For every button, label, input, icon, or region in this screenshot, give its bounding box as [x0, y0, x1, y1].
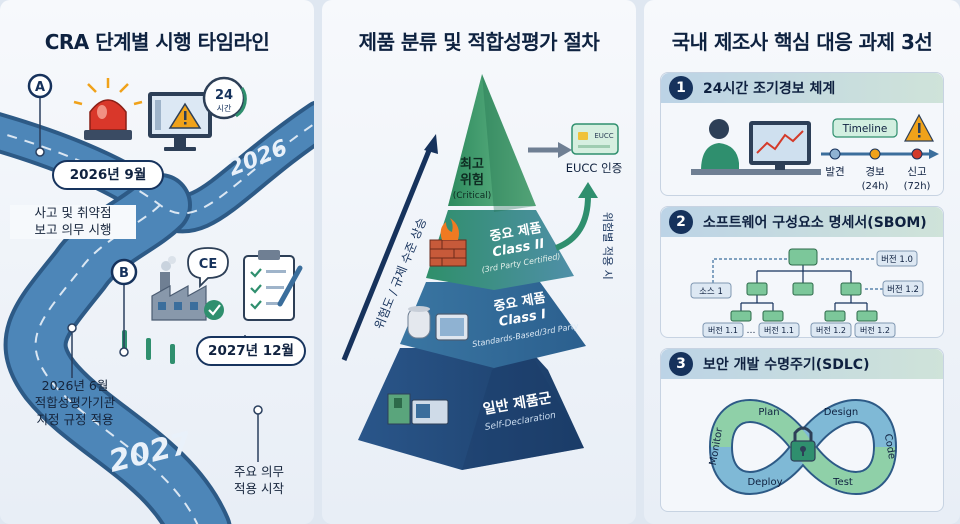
task-title: 24시간 조기경보 체계: [703, 81, 836, 97]
svg-text:버전 1.2: 버전 1.2: [887, 284, 919, 295]
svg-text:CE: CE: [199, 257, 217, 272]
task-number: 2: [669, 210, 693, 234]
ce-mark-icon: CE: [187, 247, 229, 289]
road-posts: [122, 330, 175, 364]
clock-24h-icon: 24 시간: [202, 76, 247, 120]
svg-text:경보: 경보: [865, 165, 885, 178]
svg-text:Code: Code: [882, 433, 897, 460]
smart-speaker-icon: [407, 306, 431, 339]
clipboard-checklist-icon: [243, 250, 303, 321]
road-graphic: 2026 2027 A: [0, 73, 314, 524]
svg-text:Plan: Plan: [758, 407, 779, 418]
svg-text:Design: Design: [824, 407, 859, 418]
task-card-sbom: 2 소프트웨어 구성요소 명세서(SBOM): [660, 206, 944, 338]
task-number: 1: [669, 76, 693, 100]
sbom-version-labels: 버전 1.0 소스 1 버전 1.2 버전 1.1 … 버전 1.1 버전 1.…: [690, 250, 924, 338]
svg-text:버전 1.1: 버전 1.1: [764, 325, 794, 335]
svg-text:(24h): (24h): [862, 181, 889, 192]
home-appliance-icon: [387, 393, 449, 425]
sdlc-loop-graphic: Plan Design Code Test Deploy Monitor: [708, 399, 897, 495]
milestone-end-desc: 주요 의무 적용 시작: [234, 464, 284, 496]
task-card-sdlc: 3 보안 개발 수명주기(SDLC) Plan Design Code Test…: [660, 348, 944, 512]
svg-text:버전 1.0: 버전 1.0: [881, 254, 913, 265]
svg-text:소스 1: 소스 1: [699, 287, 723, 297]
analyst-icon: [691, 119, 821, 175]
sbom-tree-graphic: 버전 1.0 소스 1 버전 1.2 버전 1.1 … 버전 1.1 버전 1.…: [690, 248, 924, 338]
svg-text:(Critical): (Critical): [453, 191, 492, 201]
early-warning-graphic: Timeline 발견 경보 신고 (24h) (72h): [691, 113, 939, 192]
svg-text:버전 1.1: 버전 1.1: [708, 325, 738, 335]
task-card-early-warning: 1 24시간 조기경보 체계 Timeline: [660, 72, 944, 196]
marker-a: A: [27, 73, 53, 99]
svg-text:버전 1.2: 버전 1.2: [816, 325, 846, 335]
warning-monitor-icon: [148, 92, 212, 151]
svg-text:버전 1.2: 버전 1.2: [860, 325, 890, 335]
risk-increase-arrow: [341, 134, 438, 361]
marker-b: B: [110, 258, 138, 286]
timeline-label: Timeline: [842, 123, 888, 135]
eucc-arrow: [528, 142, 572, 158]
apply-axis-label: 위험별 적용 시: [601, 212, 614, 280]
timeline-title: CRA 단계별 시행 타임라인: [44, 30, 270, 54]
tablet-icon: [435, 313, 469, 341]
classification-title: 제품 분류 및 적합성평가 절차: [358, 30, 600, 54]
milestone-b-date: 2027년 12월: [196, 336, 306, 366]
timeline-panel: CRA 단계별 시행 타임라인 2026 2027: [0, 0, 314, 524]
warning-icon: [903, 113, 935, 142]
svg-text:B: B: [119, 266, 129, 281]
tasks-title: 국내 제조사 핵심 대응 과제 3선: [671, 30, 933, 54]
sbom-root-node: [788, 248, 818, 266]
classification-panel: 제품 분류 및 적합성평가 절차 위: [322, 0, 636, 524]
check-badge-icon: [204, 300, 224, 320]
svg-text:최고: 최고: [460, 157, 484, 172]
milestone-mid-desc: 2026년 6월 적합성평가기관 지정 규정 적용: [34, 378, 116, 427]
firewall-icon: [429, 218, 467, 267]
tier-class-2: [426, 210, 574, 290]
padlock-icon: [790, 426, 816, 462]
siren-icon: [73, 78, 143, 140]
eucc-label: EUCC 인증: [566, 161, 623, 175]
risk-apply-arrow: [554, 182, 598, 251]
svg-text:…: …: [747, 326, 756, 336]
svg-text:Test: Test: [832, 477, 853, 488]
svg-text:A: A: [35, 80, 45, 95]
svg-text:위험: 위험: [460, 172, 484, 188]
task-number: 3: [669, 352, 693, 376]
svg-text:EUCC: EUCC: [594, 132, 613, 140]
eucc-card-icon: EUCC: [571, 123, 619, 155]
factory-icon: [151, 256, 207, 321]
svg-text:발견: 발견: [825, 166, 844, 178]
tier-class-1: [400, 282, 586, 368]
tasks-panel: 국내 제조사 핵심 대응 과제 3선 1 24시간 조기경보 체계: [644, 0, 960, 524]
tier-general: [358, 348, 584, 470]
svg-text:(72h): (72h): [904, 181, 931, 192]
task-title: 소프트웨어 구성요소 명세서(SBOM): [703, 215, 927, 231]
svg-text:24: 24: [215, 88, 233, 103]
svg-text:시간: 시간: [217, 103, 232, 113]
pyramid-graphic: 위험도 / 규제 수준 상승 최고 위험 (Critical) 중요 제품: [341, 74, 623, 470]
task-title: 보안 개발 수명주기(SDLC): [703, 357, 870, 373]
milestone-a-date: 2026년 9월: [52, 160, 164, 190]
svg-text:Deploy: Deploy: [747, 477, 782, 488]
milestone-a-desc: 사고 및 취약점 보고 의무 시행: [10, 205, 136, 239]
tier-critical: [448, 74, 536, 212]
svg-text:신고: 신고: [907, 166, 927, 178]
